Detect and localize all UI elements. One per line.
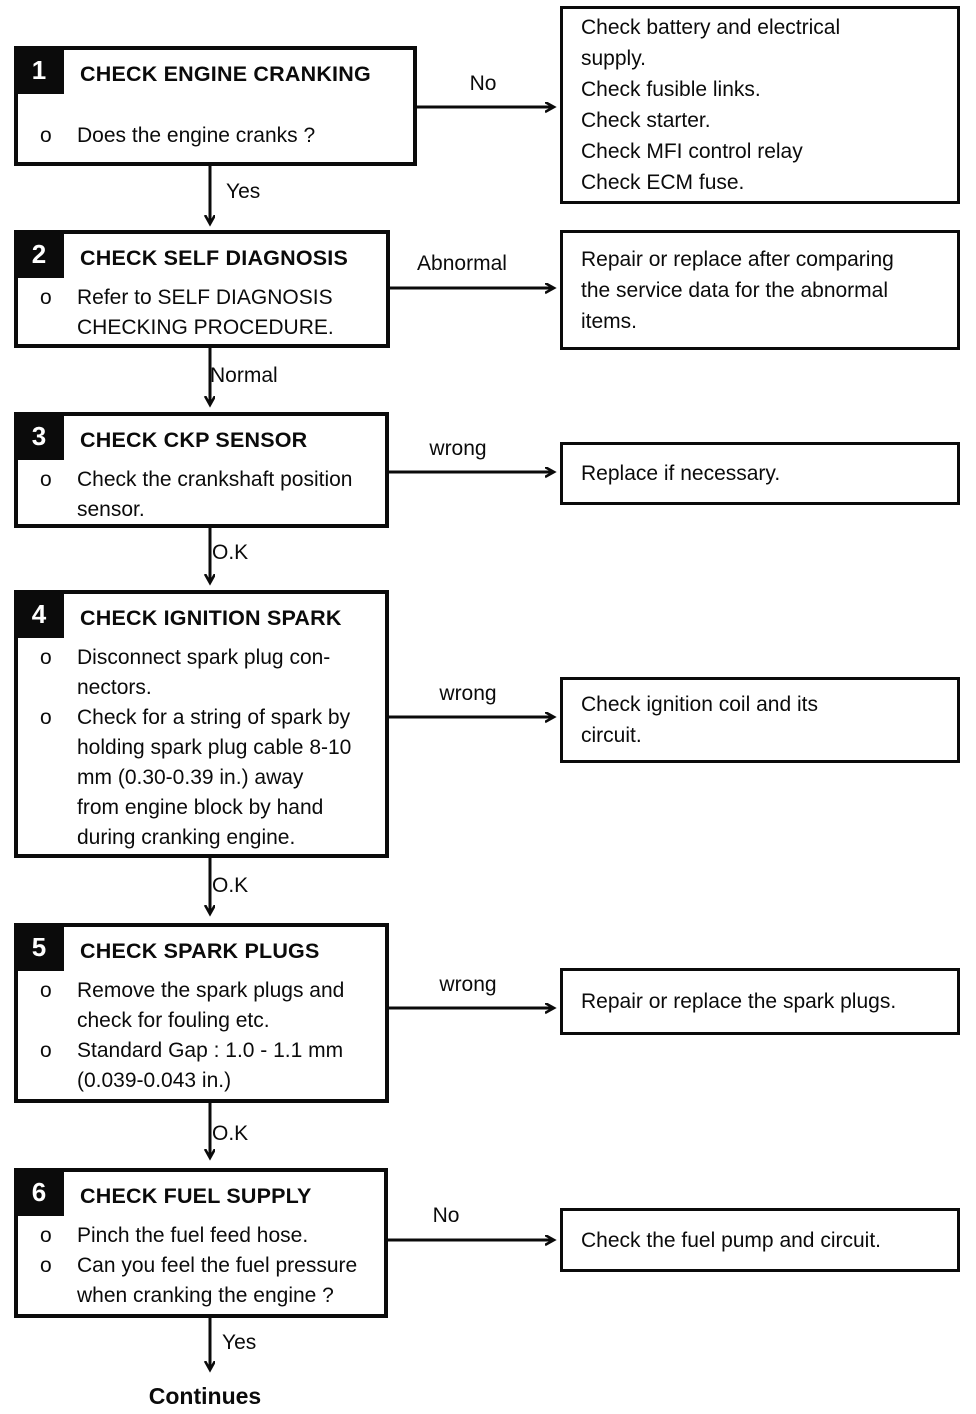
result-box-2: Repair or replace after comparing the se… [560,230,960,350]
result-box-6: Check the fuel pump and circuit. [560,1208,960,1272]
step-number-badge: 5 [14,923,64,971]
result-text: Repair or replace the spark plugs. [581,990,897,1013]
step-box-1: 1 CHECK ENGINE CRANKING o Does the engin… [14,46,417,166]
bullet-text: Check for a string of spark by holding s… [77,706,352,849]
step-title: CHECK SELF DIAGNOSIS [80,246,348,270]
step-number-badge: 3 [14,412,64,460]
result-box-4: Check ignition coil and its circuit. [560,677,960,763]
step-bullet: o Standard Gap : 1.0 - 1.1 mm (0.039-0.0… [18,1036,385,1096]
step-number-badge: 1 [14,46,64,94]
step-box-3: 3 CHECK CKP SENSOR o Check the crankshaf… [14,412,389,528]
step-title: CHECK SPARK PLUGS [80,939,320,963]
step-title: CHECK CKP SENSOR [80,428,308,452]
step-number-badge: 2 [14,230,64,278]
step-bullet: o Check for a string of spark by holding… [18,703,385,853]
bullet-marker: o [40,1254,52,1277]
proceed-label-2: Normal [210,364,278,387]
continues-label: Continues [148,1383,262,1409]
bullet-marker: o [40,979,52,1002]
bullet-text: Standard Gap : 1.0 - 1.1 mm (0.039-0.043… [77,1039,344,1092]
bullet-text: Disconnect spark plug con- nectors. [77,646,331,699]
proceed-label-1: Yes [226,180,261,203]
step-bullet: o Can you feel the fuel pressure when cr… [18,1251,384,1311]
step-bullet: o Pinch the fuel feed hose. [18,1221,384,1251]
bullet-marker: o [40,1224,52,1247]
bullet-marker: o [40,286,52,309]
bullet-text: Refer to SELF DIAGNOSIS CHECKING PROCEDU… [77,286,334,339]
bullet-text: Pinch the fuel feed hose. [77,1224,309,1247]
result-text: Replace if necessary. [581,462,781,485]
step-box-4: 4 CHECK IGNITION SPARK o Disconnect spar… [14,590,389,858]
bullet-marker: o [40,1039,52,1062]
bullet-text: Does the engine cranks ? [77,124,316,147]
step-box-5: 5 CHECK SPARK PLUGS o Remove the spark p… [14,923,389,1103]
step-number-badge: 6 [14,1168,64,1216]
proceed-label-4: O.K [212,874,249,897]
step-title: CHECK IGNITION SPARK [80,606,342,630]
result-text: Check battery and electrical supply. Che… [581,16,841,194]
proceed-label-3: O.K [212,541,249,564]
step-bullet: o Does the engine cranks ? [18,121,413,151]
result-box-5: Repair or replace the spark plugs. [560,968,960,1035]
branch-label-5: wrong [439,973,497,996]
bullet-marker: o [40,124,52,147]
result-text: Repair or replace after comparing the se… [581,247,894,333]
step-bullet: o Check the crankshaft position sensor. [18,465,385,525]
bullet-marker: o [40,706,52,729]
bullet-text: Check the crankshaft position sensor. [77,468,353,521]
step-number-badge: 4 [14,590,64,638]
bullet-marker: o [40,646,52,669]
proceed-label-5: O.K [212,1122,249,1145]
result-box-3: Replace if necessary. [560,442,960,505]
step-box-6: 6 CHECK FUEL SUPPLY o Pinch the fuel fee… [14,1168,388,1318]
bullet-marker: o [40,468,52,491]
bullet-text: Remove the spark plugs and check for fou… [77,979,345,1032]
result-text: Check ignition coil and its circuit. [581,693,818,747]
branch-label-6: No [432,1204,460,1227]
result-box-1: Check battery and electrical supply. Che… [560,6,960,204]
branch-label-3: wrong [429,437,487,460]
step-title: CHECK ENGINE CRANKING [80,62,371,86]
step-box-2: 2 CHECK SELF DIAGNOSIS o Refer to SELF D… [14,230,390,348]
bullet-text: Can you feel the fuel pressure when cran… [77,1254,358,1307]
step-bullet: o Refer to SELF DIAGNOSIS CHECKING PROCE… [18,283,386,343]
branch-label-4: wrong [439,682,497,705]
proceed-label-6: Yes [222,1331,257,1354]
step-bullet: o Remove the spark plugs and check for f… [18,976,385,1036]
result-text: Check the fuel pump and circuit. [581,1228,881,1252]
branch-label-2: Abnormal [417,252,507,275]
step-title: CHECK FUEL SUPPLY [80,1184,312,1208]
branch-label-1: No [469,72,497,95]
step-bullet: o Disconnect spark plug con- nectors. [18,643,385,703]
